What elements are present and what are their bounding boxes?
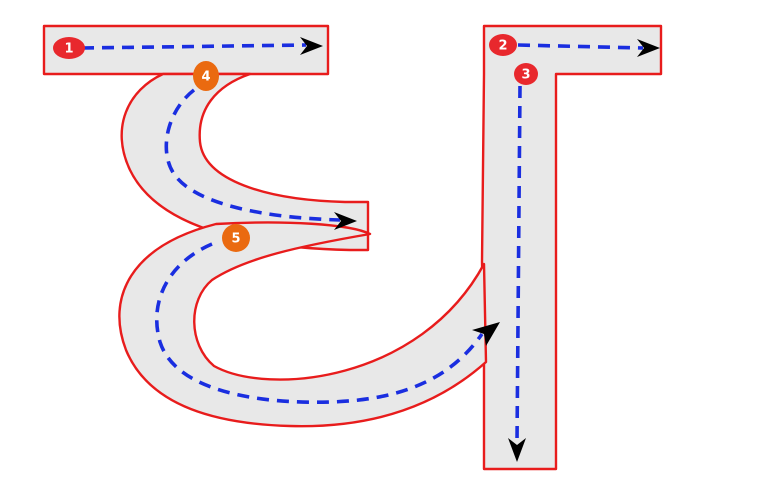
stroke-right-bar-and-stem (480, 24, 663, 471)
arrowhead-5-icon (472, 322, 500, 346)
step-4-guide (164, 88, 357, 230)
step-4-badge: 4 (193, 61, 219, 91)
dashed-path-1 (81, 43, 307, 50)
step-3-number: 3 (521, 68, 530, 83)
arrowhead-1-icon (300, 37, 323, 55)
stroke-lower-bowl (118, 221, 488, 428)
step-1-badge: 1 (53, 37, 85, 59)
arrowhead-2-icon (637, 39, 660, 57)
step-5-guide (154, 242, 500, 405)
dashed-path-5 (154, 242, 484, 405)
step-1-guide (81, 37, 323, 55)
step-1-number: 1 (64, 42, 73, 57)
arrowhead-4-icon (334, 212, 357, 230)
step-5-number: 5 (231, 232, 240, 247)
stroke-upper-curve (120, 72, 370, 252)
step-5-badge: 5 (222, 224, 250, 252)
step-2-badge: 2 (489, 34, 517, 56)
stroke-top-bar-left (42, 24, 330, 76)
step-4-number: 4 (201, 70, 210, 85)
step-3-badge: 3 (514, 63, 538, 85)
step-2-guide (517, 39, 660, 57)
dashed-path-2 (517, 43, 644, 50)
step-3-guide (508, 85, 526, 462)
arrowhead-3-icon (508, 438, 526, 462)
step-2-number: 2 (498, 39, 507, 54)
